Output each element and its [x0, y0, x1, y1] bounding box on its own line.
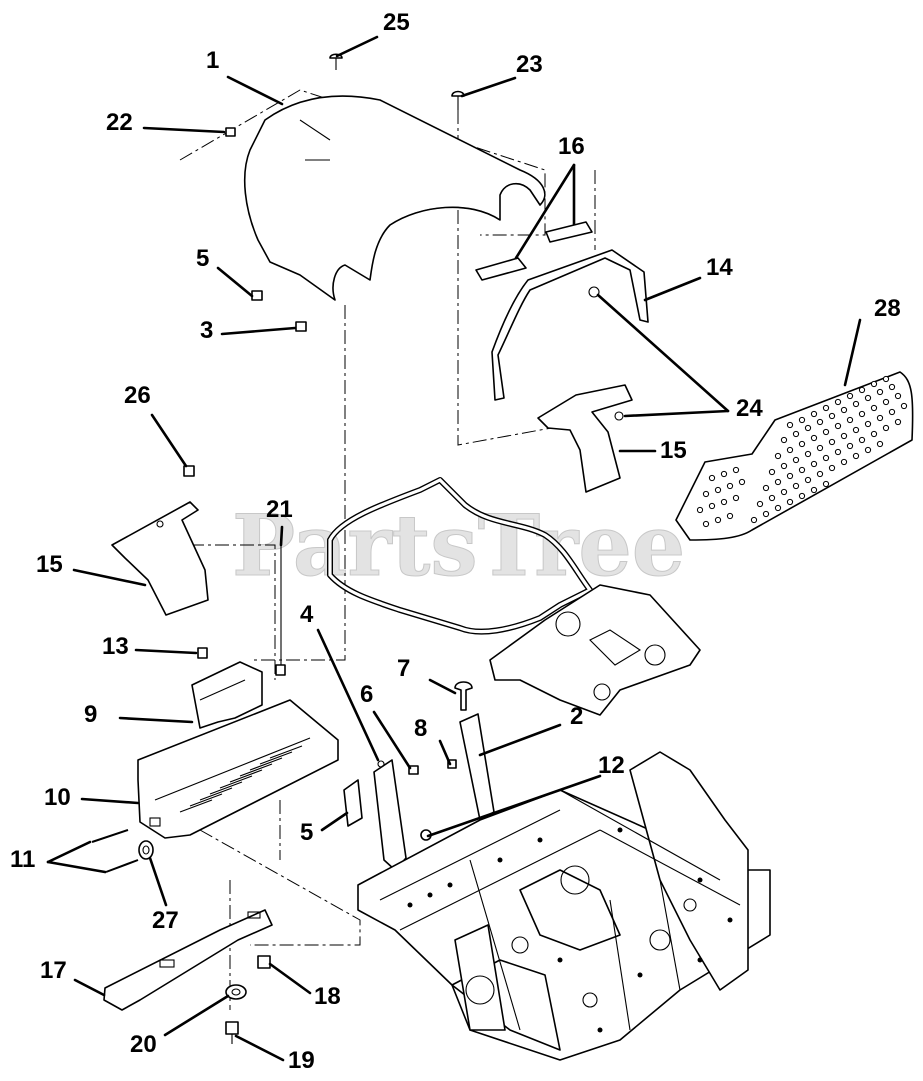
callout-9: 9 [84, 701, 97, 728]
bolts-washer-hardware [91, 829, 154, 873]
callout-28: 28 [874, 295, 901, 322]
callout-16: 16 [558, 133, 585, 160]
tray-bracket-part [191, 661, 263, 729]
step-rail-part [103, 909, 273, 1011]
perforated-footplate-part [675, 371, 914, 541]
callout-4: 4 [300, 601, 314, 628]
right-bracket-part [537, 384, 633, 493]
seat-frame-part [327, 477, 701, 716]
callout-5-lower: 5 [300, 819, 313, 846]
callout-27: 27 [152, 907, 179, 934]
callout-5-upper: 5 [196, 245, 209, 272]
misc-hardware [183, 465, 286, 676]
tractor-chassis-part [357, 751, 771, 1061]
callout-13: 13 [102, 633, 129, 660]
callout-6: 6 [360, 681, 373, 708]
callout-26: 26 [124, 382, 151, 409]
callout-21: 21 [266, 496, 293, 523]
leader-lines [46, 35, 862, 1062]
callout-25: 25 [383, 9, 410, 36]
seat-hinge-brackets [343, 759, 419, 871]
watermark-text: PartsTree [232, 496, 685, 595]
callout-3: 3 [200, 317, 213, 344]
callout-12: 12 [598, 752, 625, 779]
callout-1: 1 [206, 47, 219, 74]
callout-11: 11 [10, 846, 35, 873]
trim-strips-part [475, 221, 593, 281]
callout-20: 20 [130, 1031, 157, 1058]
left-bracket-part [111, 501, 209, 616]
callout-19: 19 [288, 1047, 315, 1074]
callout-23: 23 [516, 51, 543, 78]
callout-2: 2 [570, 703, 583, 730]
callout-10: 10 [44, 784, 71, 811]
hood-cover-part [243, 95, 546, 301]
callout-24: 24 [736, 395, 763, 422]
callout-15-right: 15 [660, 437, 687, 464]
battery-tray-part [137, 699, 339, 839]
callout-14: 14 [706, 254, 733, 281]
callout-8: 8 [414, 715, 427, 742]
callout-labels: 1 2 3 4 5 5 6 7 8 9 10 11 12 13 14 15 15… [10, 9, 901, 1074]
callout-15-left: 15 [36, 551, 63, 578]
lower-hardware [225, 955, 271, 1044]
callout-7: 7 [397, 655, 410, 682]
callout-22: 22 [106, 109, 133, 136]
callout-18: 18 [314, 983, 341, 1010]
callout-17: 17 [40, 957, 67, 984]
seat-bracket-part [491, 249, 649, 401]
